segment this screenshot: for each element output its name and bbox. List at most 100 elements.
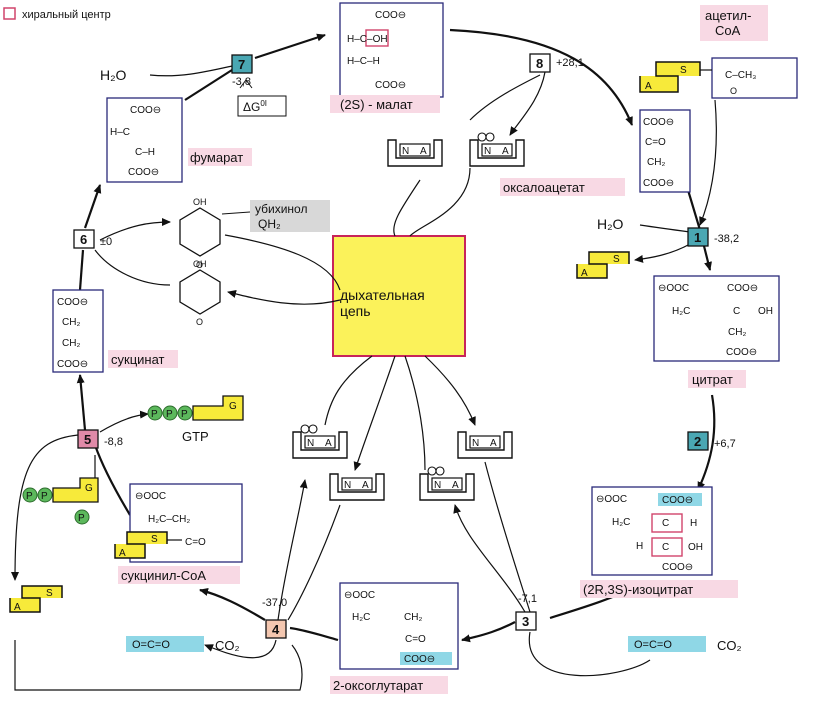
isocitrate-l7: OH — [688, 542, 703, 553]
arrow-q-6 — [94, 249, 171, 286]
isocitrate-l2: H₂C — [612, 517, 630, 528]
svg-text:A: A — [490, 438, 497, 449]
step-6: 6±0 — [73, 229, 112, 249]
svg-text:N: N — [344, 480, 351, 491]
oxoglutarate-l3: C=O — [405, 634, 426, 645]
svg-text:G: G — [85, 483, 93, 494]
citrate-l1: COO⊖ — [727, 283, 758, 294]
succinyl-coa: ⊖OOC H₂C–CH₂ C=O A S сукцинил-CoA — [114, 483, 243, 584]
legend: хиральный центр — [3, 7, 111, 21]
malate-c2: H–C–OH — [347, 34, 388, 45]
svg-text:CO₂: CO₂ — [215, 638, 240, 653]
ubiquinol-sub: QH₂ — [258, 217, 281, 231]
step-5-box — [77, 429, 99, 449]
step-4-number: 4 — [272, 622, 280, 637]
svg-text:CO₂: CO₂ — [717, 638, 742, 653]
dg-callout: ΔG0I — [237, 79, 287, 117]
svg-text:G: G — [229, 401, 237, 412]
oxoglutarate-l2: CH₂ — [404, 612, 422, 623]
oxaloacetate-name-bg — [500, 178, 625, 196]
svg-text:A: A — [14, 602, 21, 613]
arrow-nad-4 — [287, 504, 341, 621]
ubiquinol-label-bg — [250, 200, 330, 232]
isocitrate-l5: H — [636, 541, 643, 552]
step-2-number: 2 — [694, 434, 701, 449]
side-arrows — [11, 65, 717, 691]
isocitrate-name-bg — [580, 580, 738, 598]
isocitrate-l6: C — [662, 542, 669, 553]
isocitrate-l1: COO⊖ — [662, 495, 693, 506]
resp-chain-line1: дыхательная — [340, 287, 425, 303]
svg-text:O: O — [196, 260, 203, 270]
succinylcoa-l2: C=O — [185, 537, 206, 548]
step-2: 2 +6,7 — [687, 431, 736, 451]
svg-text:N: N — [402, 146, 409, 157]
respiratory-chain-box — [332, 235, 466, 357]
svg-text:P: P — [78, 513, 85, 524]
oxoglutarate-name-bg — [330, 676, 448, 694]
arrow-3-co2 — [528, 631, 651, 677]
succinylcoa-name: сукцинил-CoA — [121, 568, 206, 583]
isocitrate-name: (2R,3S)-изоцитрат — [583, 582, 693, 597]
succinate-name: сукцинат — [111, 352, 165, 367]
isocitrate: ⊖OOC COO⊖ H₂C C H H C OH COO⊖ (2R,3S)-из… — [580, 486, 738, 598]
arrow-resp-low3 — [404, 355, 426, 471]
step-8-box — [529, 53, 551, 73]
step-3-number: 3 — [522, 614, 529, 629]
step-5-dg: -8,8 — [104, 436, 123, 448]
svg-text:N: N — [484, 146, 491, 157]
oxoglutarate-name: 2-оксоглутарат — [333, 678, 423, 693]
malate-c3: H–C–H — [347, 56, 380, 67]
citrate-box — [653, 275, 780, 362]
step-8: 8+28,1 — [529, 53, 584, 73]
isocitrate-chiral-mark1 — [651, 513, 683, 533]
svg-text:O=C=O: O=C=O — [634, 639, 672, 651]
citrate-l5: CH₂ — [728, 327, 746, 338]
acetyl-coa: ацетил- CoA C–CH₃ O A S — [639, 5, 798, 99]
ubiquinol-ring: OH OH — [179, 197, 221, 269]
succinate-box — [52, 289, 104, 373]
oxaloacetate-box — [639, 109, 691, 193]
svg-text:P: P — [181, 409, 188, 420]
respiratory-chain: дыхательная цепь — [332, 235, 466, 357]
step-3-dg: -7,1 — [518, 593, 537, 605]
arrow-resp-low4 — [424, 355, 476, 426]
fumarate: COO⊖ H–C C–H COO⊖ фумарат — [106, 97, 252, 183]
succinylcoa-l1: H₂C–CH₂ — [148, 514, 190, 525]
oxaloacetate-c3: CH₂ — [647, 157, 665, 168]
arrow-nadh-resp1 — [393, 179, 421, 237]
arrow-step5a — [93, 444, 131, 516]
ubiquinone-pair: OH OH O O убихинол QH₂ — [179, 197, 330, 327]
arrow-nad-3 — [484, 461, 531, 613]
co2-right: O=C=O CO₂ — [628, 636, 742, 653]
dg-box — [237, 95, 287, 117]
step-2-dg: +6,7 — [714, 438, 736, 450]
isocitrate-l3: C — [662, 518, 669, 529]
step-7-box — [231, 54, 253, 74]
malate-top: COO⊖ — [375, 10, 406, 21]
svg-text:N: N — [307, 438, 314, 449]
coa-icon-succinyl: A S — [114, 531, 168, 559]
step-4-dg: -37,0 — [262, 597, 287, 609]
succinylcoa-l0: ⊖OOC — [135, 491, 166, 502]
acetyl-coa-name1: ацетил- — [705, 8, 751, 23]
acetyl-group: C–CH₃ — [725, 70, 756, 81]
svg-text:S: S — [613, 254, 620, 265]
isocitrate-l4: H — [690, 518, 697, 529]
oxaloacetate: COO⊖ C=O CH₂ COO⊖ оксалоацетат — [500, 109, 691, 196]
step-3: 3 -7,1 — [515, 593, 537, 631]
svg-text:O: O — [196, 317, 203, 327]
arrow-step7a — [184, 69, 233, 101]
step-6-number: 6 — [80, 232, 87, 247]
arrow-qh2-resp — [224, 234, 341, 291]
svg-text:A: A — [581, 268, 588, 279]
svg-text:S: S — [680, 65, 687, 76]
step-2-box — [687, 431, 709, 451]
svg-text:N: N — [434, 480, 441, 491]
step-5: 5-8,8 — [77, 429, 123, 449]
